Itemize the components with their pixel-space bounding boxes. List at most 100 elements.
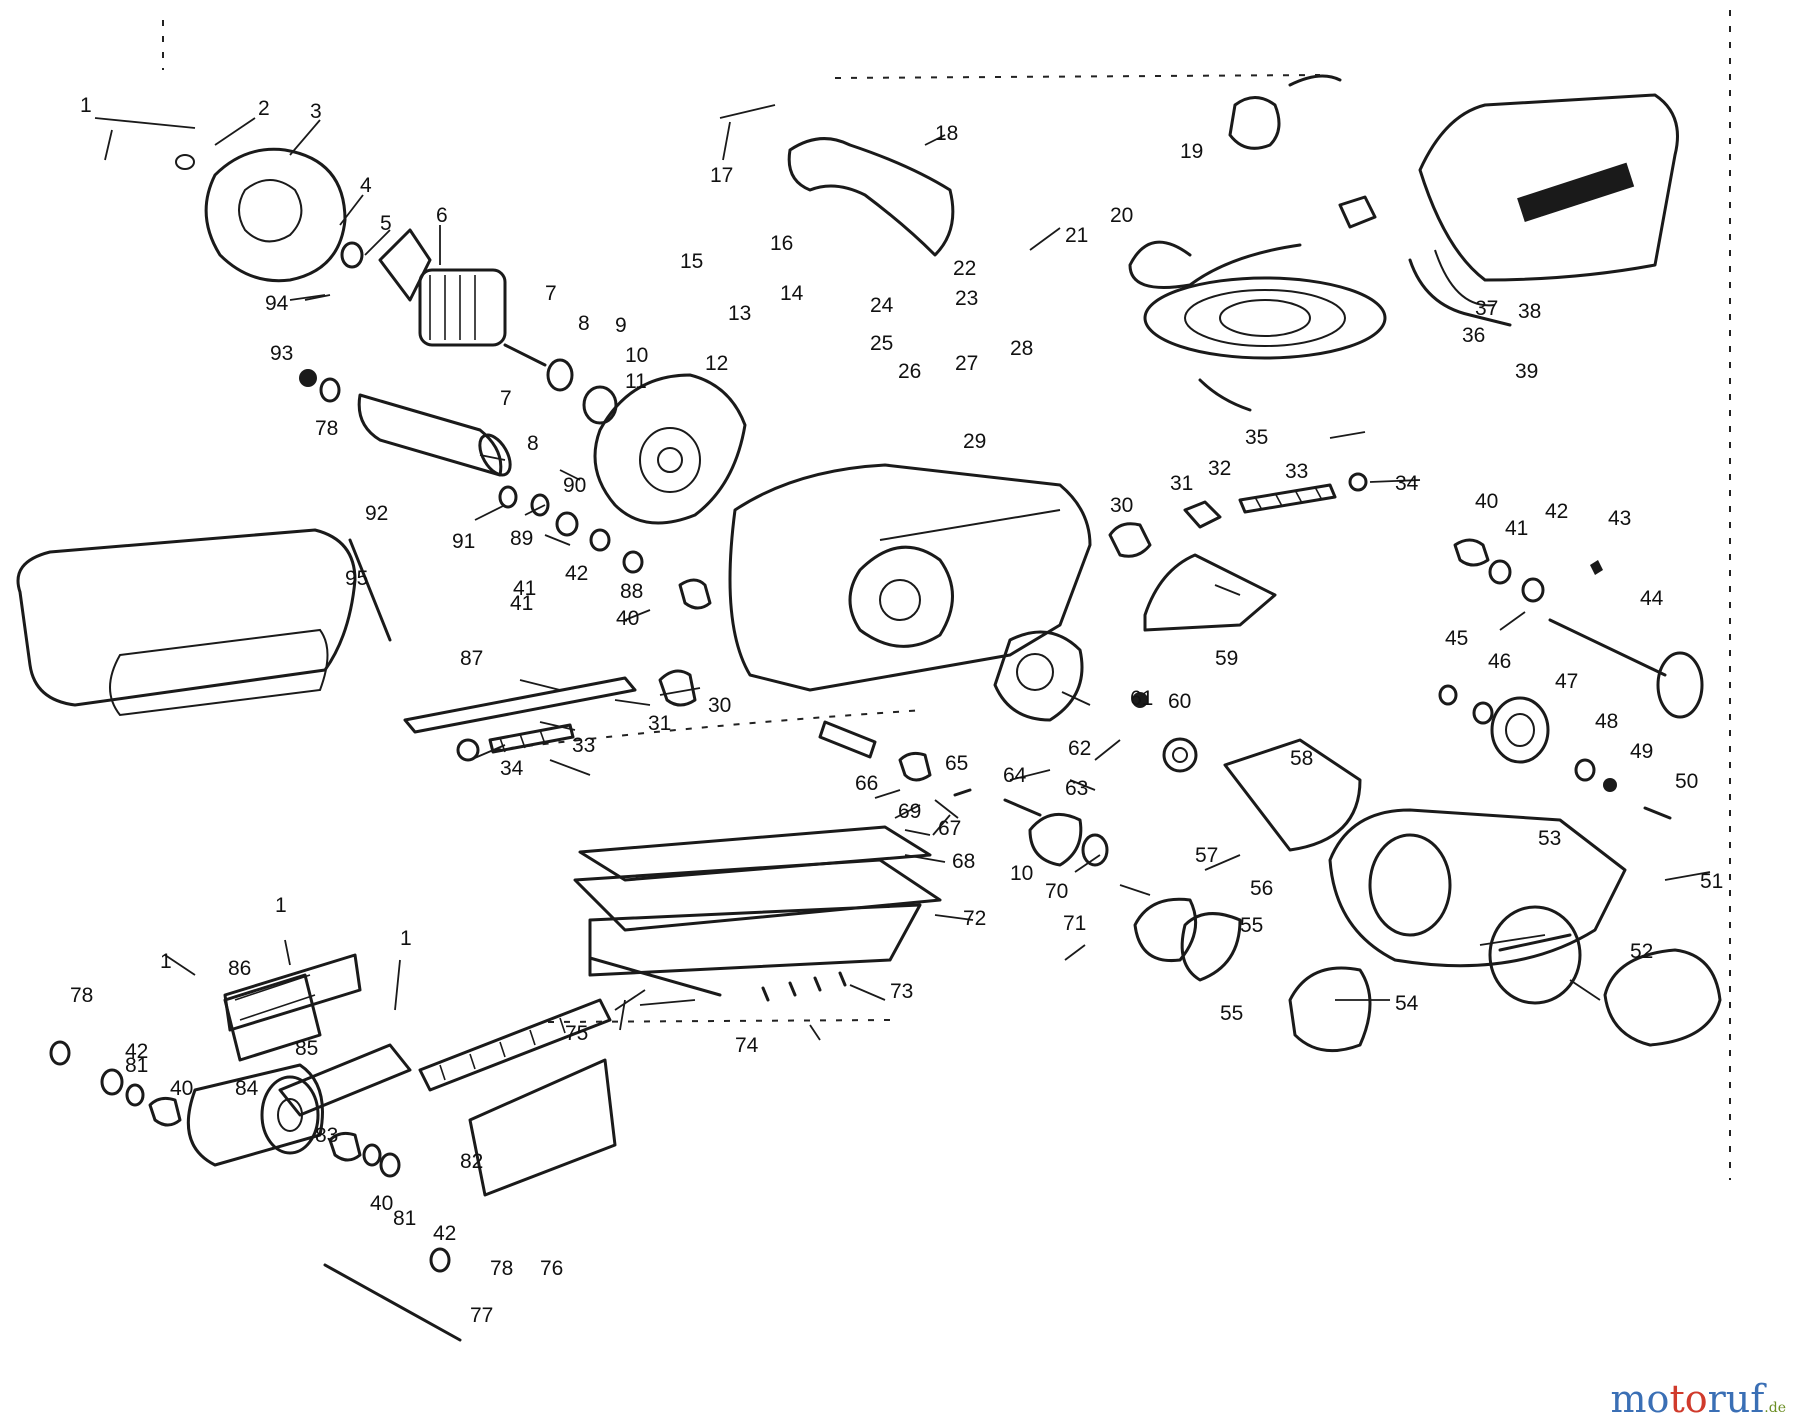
power-cord <box>1128 74 1387 412</box>
callout-6: 6 <box>436 204 448 227</box>
callout-31: 31 <box>1170 472 1193 495</box>
watermark-part-1: mo <box>1610 1377 1670 1421</box>
callout-78: 78 <box>315 417 338 440</box>
callout-51: 51 <box>1700 870 1723 893</box>
callout-27: 27 <box>955 352 978 375</box>
callout-3: 3 <box>310 100 322 123</box>
callout-25: 25 <box>870 332 893 355</box>
callout-84: 84 <box>235 1077 259 1100</box>
watermark-part-2: to <box>1669 1377 1708 1421</box>
callout-12: 12 <box>705 352 728 375</box>
callout-13: 13 <box>728 302 751 325</box>
callout-11: 11 <box>625 370 647 393</box>
callout-1: 1 <box>80 94 92 117</box>
drive-pulley-group <box>1438 538 1704 820</box>
callout-78c: 78 <box>490 1257 513 1280</box>
callout-46: 46 <box>1488 650 1511 673</box>
callout-50: 50 <box>1675 770 1698 793</box>
callout-18: 18 <box>935 122 958 145</box>
callout-15: 15 <box>680 250 703 273</box>
callout-57: 57 <box>1195 844 1218 867</box>
rear-roller-assembly <box>49 973 617 1342</box>
callout-82: 82 <box>460 1150 483 1173</box>
callout-81: 81 <box>125 1054 148 1077</box>
callout-38: 38 <box>1518 300 1541 323</box>
callout-54: 54 <box>1395 992 1419 1015</box>
callout-72: 72 <box>963 907 986 930</box>
callout-55: 55 <box>1240 914 1263 937</box>
handle <box>719 104 955 257</box>
callout-68: 68 <box>952 850 975 873</box>
callout-26: 26 <box>898 360 921 383</box>
callout-30b: 30 <box>708 694 731 717</box>
callout-labels: 1 2 3 4 5 6 7 8 9 10 11 12 13 14 15 16 1… <box>70 94 1723 1327</box>
callout-75: 75 <box>565 1022 588 1045</box>
gear-case <box>1223 738 1627 1005</box>
callout-34: 34 <box>1395 472 1419 495</box>
callout-4: 4 <box>360 174 372 197</box>
callout-40c: 40 <box>170 1077 193 1100</box>
idler-plate <box>1143 553 1277 632</box>
watermark-part-3: ruf <box>1707 1377 1765 1421</box>
callout-91: 91 <box>452 530 475 553</box>
callout-1d: 1 <box>400 927 412 950</box>
callout-88: 88 <box>620 580 643 603</box>
callout-92: 92 <box>365 502 388 525</box>
washer-stack-left <box>498 485 712 610</box>
callout-31b: 31 <box>648 712 671 735</box>
callout-93: 93 <box>270 342 293 365</box>
callout-34b: 34 <box>500 757 524 780</box>
callout-32: 32 <box>1208 457 1231 480</box>
callout-7: 7 <box>545 282 557 305</box>
callout-40d: 40 <box>370 1192 393 1215</box>
callout-5: 5 <box>380 212 392 235</box>
callout-49: 49 <box>1630 740 1653 763</box>
callout-10: 10 <box>625 344 648 367</box>
callout-47: 47 <box>1555 670 1578 693</box>
callout-8b: 8 <box>527 432 539 455</box>
front-roller-group <box>299 369 512 477</box>
callout-67: 67 <box>938 817 961 840</box>
callout-42: 42 <box>1545 500 1568 523</box>
sanding-belt <box>16 528 392 717</box>
callout-19: 19 <box>1180 140 1203 163</box>
leader-lines <box>214 117 1601 1041</box>
callout-9: 9 <box>615 314 627 337</box>
callout-70: 70 <box>1045 880 1068 903</box>
callout-81b: 81 <box>393 1207 416 1230</box>
main-housing <box>728 463 1092 722</box>
callout-58: 58 <box>1290 747 1313 770</box>
platen-screws <box>588 956 847 1002</box>
callout-20: 20 <box>1110 204 1133 227</box>
callout-83: 83 <box>315 1124 338 1147</box>
callout-56: 56 <box>1250 877 1273 900</box>
callout-42b: 42 <box>565 562 588 585</box>
callout-64: 64 <box>1003 764 1027 787</box>
callout-43: 43 <box>1608 507 1631 530</box>
callout-65: 65 <box>945 752 968 775</box>
callout-24: 24 <box>870 294 894 317</box>
dust-spout-and-pulley <box>1288 871 1722 1053</box>
callout-29: 29 <box>963 430 986 453</box>
callout-37: 37 <box>1475 297 1498 320</box>
callout-44: 44 <box>1640 587 1664 610</box>
callout-1c: 1 <box>275 894 287 917</box>
callout-87: 87 <box>460 647 483 670</box>
callout-86: 86 <box>228 957 251 980</box>
callout-21: 21 <box>1065 224 1088 247</box>
callout-48: 48 <box>1595 710 1618 733</box>
callout-23: 23 <box>955 287 978 310</box>
callout-94: 94 <box>265 292 289 315</box>
callout-74: 74 <box>735 1034 759 1057</box>
gear-train-parts <box>1028 692 1242 982</box>
callout-16: 16 <box>770 232 793 255</box>
callout-85: 85 <box>295 1037 318 1060</box>
callout-71: 71 <box>1063 912 1086 935</box>
callout-36: 36 <box>1462 324 1485 347</box>
callout-76: 76 <box>540 1257 563 1280</box>
callout-42c: 42 <box>125 1040 148 1063</box>
callout-28: 28 <box>1010 337 1033 360</box>
rear-bracket <box>164 939 401 1032</box>
callout-10b: 10 <box>1010 862 1033 885</box>
callout-73: 73 <box>890 980 913 1003</box>
